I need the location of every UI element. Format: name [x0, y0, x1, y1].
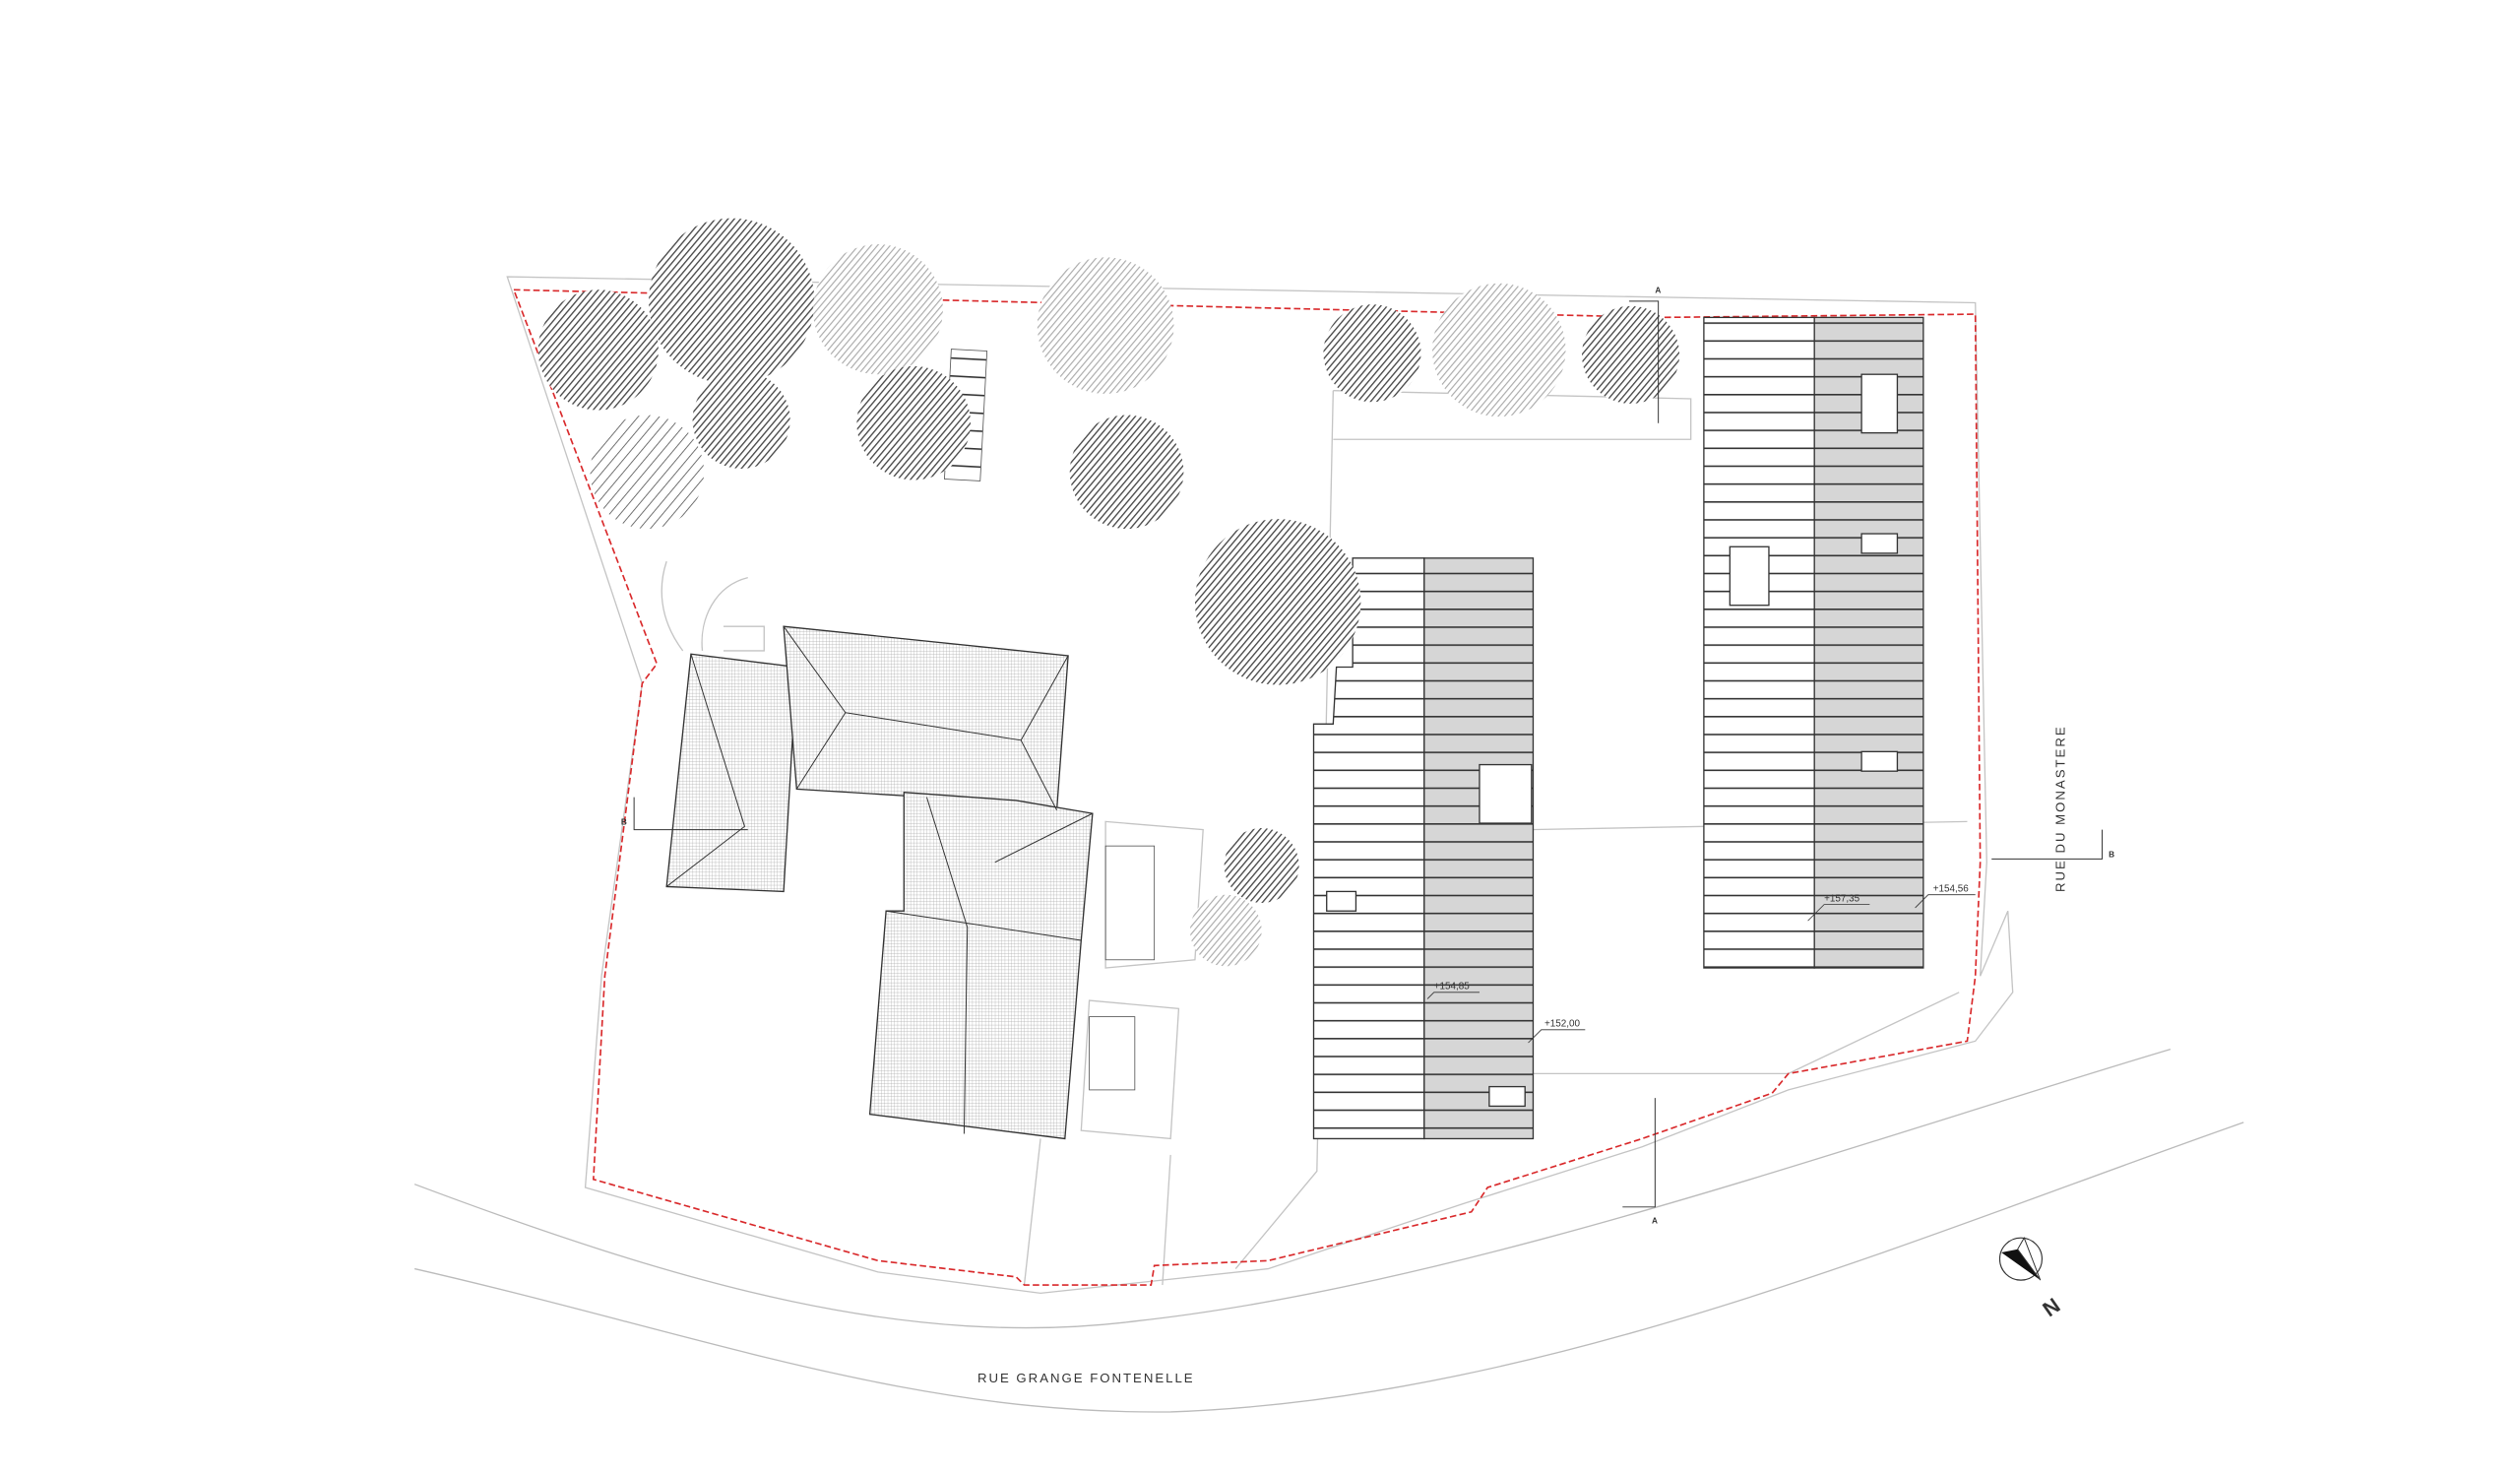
existing-building [665, 625, 1094, 1140]
elevation-label: +154,56 [1933, 883, 1970, 894]
elevation-marks [1426, 894, 1976, 1044]
roof-south-wing [868, 791, 1094, 1140]
tree [590, 415, 705, 530]
roof-west-wing [665, 653, 797, 893]
road-edge-south [414, 1122, 2244, 1413]
elevation-label: +154,85 [1434, 982, 1471, 993]
tree [1194, 519, 1361, 685]
tree [1037, 257, 1174, 395]
tree [692, 370, 790, 469]
tree [1189, 894, 1262, 967]
new-block-west [1312, 557, 1535, 1140]
street-label-east: RUE DU MONASTERE [2053, 725, 2068, 892]
section-a-top-label: A [1655, 287, 1661, 295]
north-label: N [2039, 1294, 2064, 1322]
section-b-right-label: B [2109, 851, 2114, 860]
roof-north-wing [783, 625, 1069, 811]
roads [413, 1048, 2244, 1413]
section-a-bottom-label: A [1652, 1216, 1658, 1225]
property-boundary [512, 288, 1982, 1286]
tree [1323, 304, 1421, 403]
road-edge-north [413, 1048, 2172, 1329]
section-b-left-label: B [621, 818, 627, 827]
north-arrow-icon [1998, 1237, 2044, 1281]
street-label-south: RUE GRANGE FONTENELLE [977, 1371, 1195, 1385]
tree [1432, 283, 1566, 417]
tree [812, 244, 943, 375]
elevation-label: +152,00 [1544, 1018, 1581, 1029]
tree [648, 218, 815, 385]
tree [1069, 415, 1184, 530]
tree [856, 365, 972, 481]
tree [1582, 305, 1680, 404]
tree [1224, 827, 1299, 903]
section-markers [633, 300, 2104, 1208]
tree [537, 289, 659, 411]
new-block-east [1703, 316, 1924, 969]
trees [537, 218, 1680, 967]
elevation-label: +157,35 [1824, 893, 1860, 904]
